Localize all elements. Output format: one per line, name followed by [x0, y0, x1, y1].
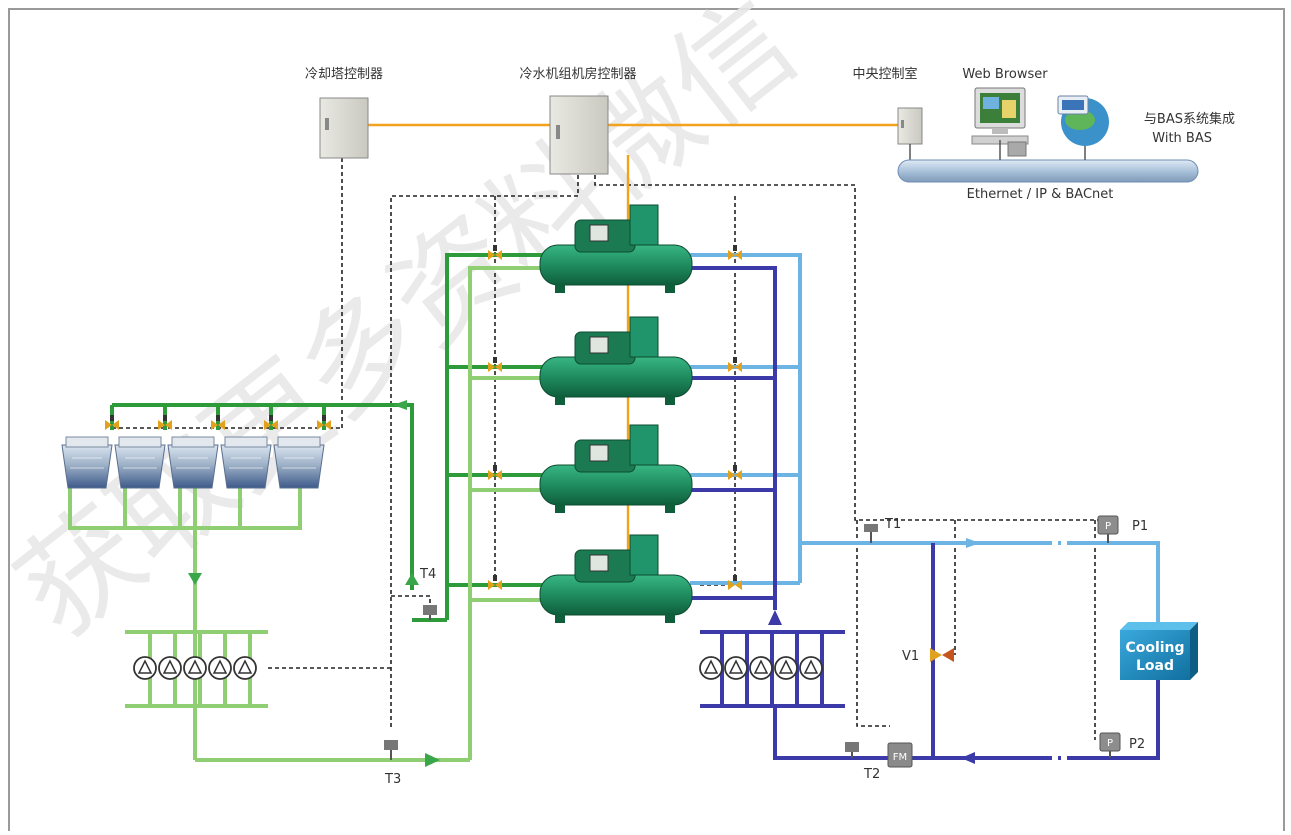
cooling-tower-icon [62, 437, 112, 488]
chiller-icon [540, 535, 692, 623]
chilled-supply-pipes [690, 255, 1158, 630]
chiller-icon [540, 425, 692, 513]
sensor-t4 [423, 605, 437, 620]
pump-icon [700, 657, 722, 679]
cooling-tower-icon [274, 437, 324, 488]
ethernet-network-pipe [898, 140, 1198, 182]
t2-label: T2 [863, 767, 880, 782]
web-browser-label: Web Browser [962, 67, 1048, 82]
network-label: Ethernet / IP & BACnet [967, 187, 1114, 202]
cooling-towers [62, 437, 324, 488]
pump-icon [134, 657, 156, 679]
chiller-room-controller-label: 冷水机组机房控制器 [519, 66, 636, 82]
pump-icon [725, 657, 747, 679]
cooling-tower-icon [168, 437, 218, 488]
central-control-cabinet [898, 108, 922, 160]
t4-label: T4 [419, 567, 436, 582]
flow-meter-fm: FM [888, 743, 912, 767]
pump-icon [209, 657, 231, 679]
valve-icon [488, 575, 502, 590]
p2-label: P2 [1129, 737, 1145, 752]
cooling-load-label-1: Cooling [1125, 640, 1184, 656]
pump-icon [775, 657, 797, 679]
v1-label: V1 [902, 649, 919, 664]
sensor-t3 [384, 740, 398, 760]
chilled-pumps [700, 657, 822, 679]
cooling-tower-icon [115, 437, 165, 488]
bas-globe-icon [1058, 96, 1109, 146]
p1-sensor-glyph: P [1105, 521, 1111, 532]
flow-meter-label: FM [893, 752, 907, 763]
pressure-sensor-p2: P [1100, 733, 1120, 758]
pump-icon [184, 657, 206, 679]
central-control-room-label: 中央控制室 [852, 66, 917, 82]
t3-label: T3 [384, 772, 401, 787]
bas-integration-label-2: With BAS [1152, 131, 1212, 146]
chiller-icon [540, 317, 692, 405]
pump-icon [800, 657, 822, 679]
bas-integration-label-1: 与BAS系统集成 [1144, 111, 1235, 127]
t1-label: T1 [884, 517, 901, 532]
pump-icon [750, 657, 772, 679]
pump-icon [234, 657, 256, 679]
pump-icon [159, 657, 181, 679]
cooling-tower-icon [221, 437, 271, 488]
chilled-return-pipes [690, 268, 1158, 758]
chiller-room-controller [550, 96, 608, 174]
pressure-sensor-p1: P [1098, 516, 1118, 543]
p2-sensor-glyph: P [1107, 738, 1113, 749]
sensor-t2 [845, 742, 859, 758]
sensor-t1 [864, 524, 878, 543]
cooling-load-label-2: Load [1136, 658, 1174, 674]
chillers [540, 205, 692, 623]
cooling-tower-controller [320, 98, 368, 158]
condenser-pumps [134, 657, 256, 679]
cooling-load-box: Cooling Load [1120, 622, 1198, 680]
p1-label: P1 [1132, 519, 1148, 534]
cooling-tower-controller-label: 冷却塔控制器 [305, 67, 383, 82]
